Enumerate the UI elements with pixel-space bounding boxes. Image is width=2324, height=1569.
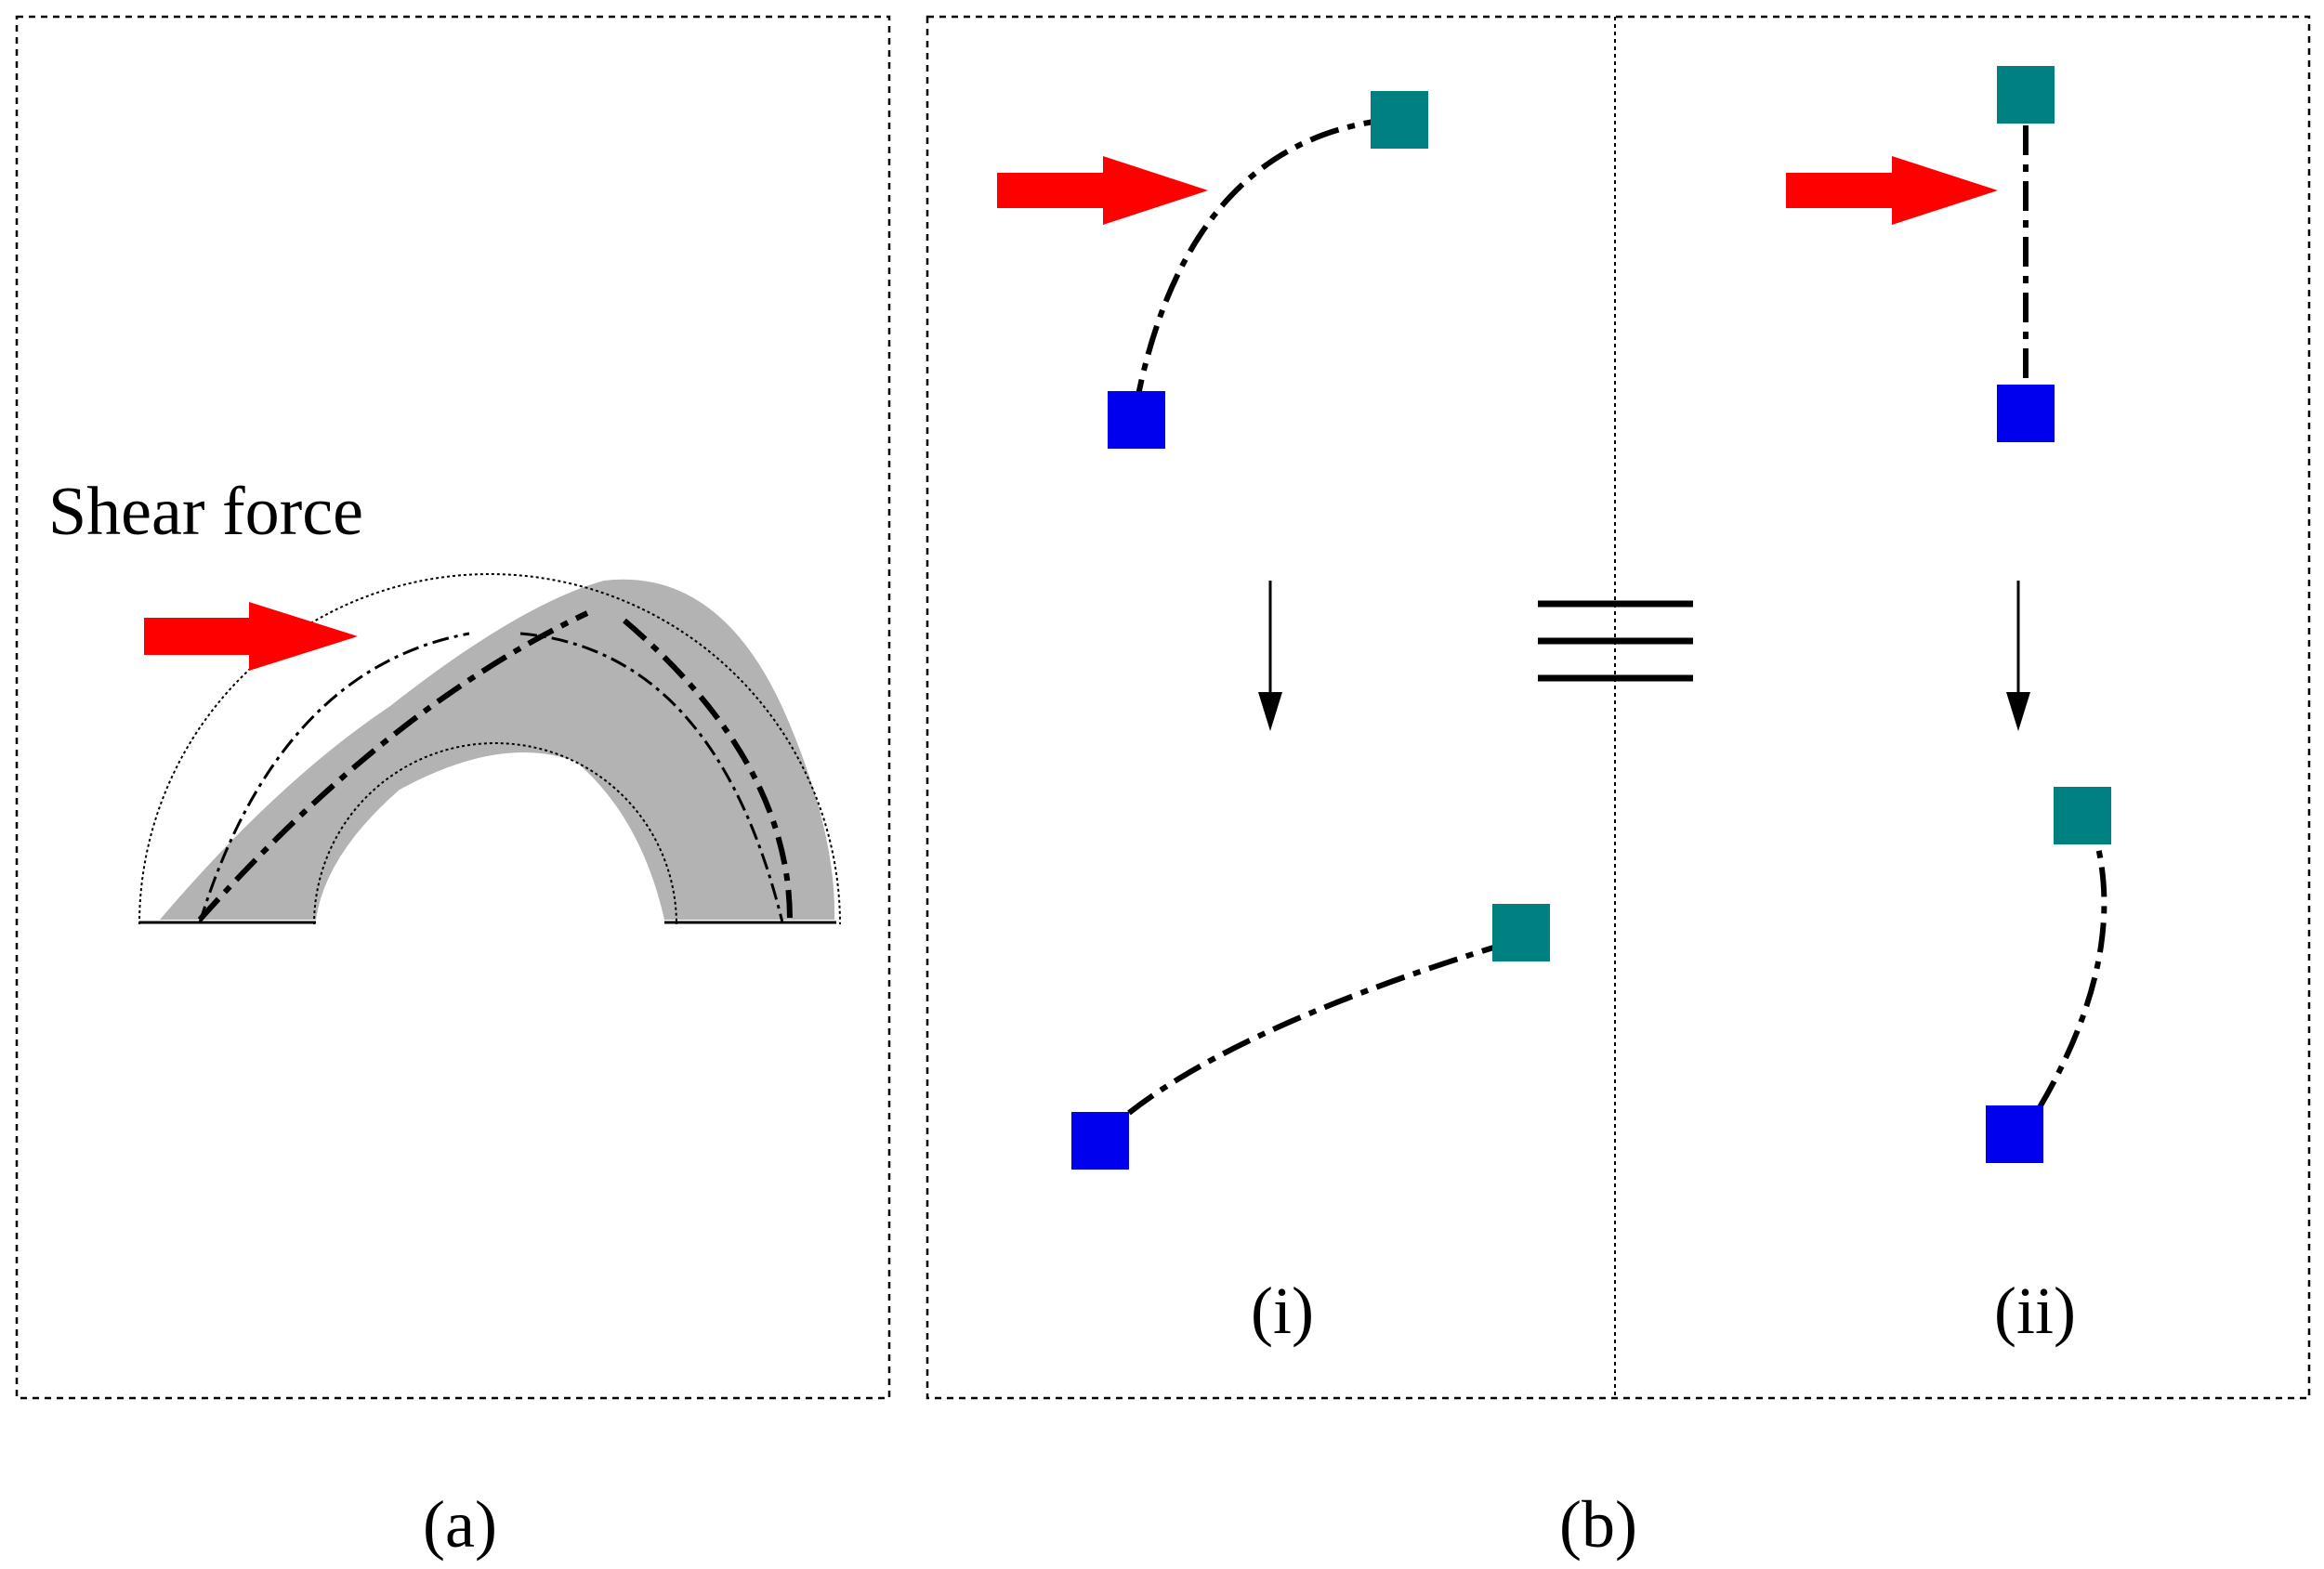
outer-arch-outline: [138, 573, 841, 925]
panel-b-frame: [926, 15, 2311, 1400]
sub-i-caption: (i): [1251, 1274, 1314, 1348]
anchor-fixed-ii-initial: [1997, 385, 2055, 442]
sub-ii-caption: (ii): [1994, 1274, 2076, 1348]
deformed-filament-left: [197, 610, 589, 922]
arch-band: [160, 579, 835, 920]
panel-a-frame: [15, 15, 891, 1400]
inner-arch-outline: [313, 742, 677, 925]
anchor-free-ii-deformed: [2054, 787, 2111, 844]
filament-i-initial: [1133, 118, 1381, 410]
anchor-fixed-ii-deformed: [1986, 1105, 2043, 1163]
panel-a-caption: (a): [423, 1487, 497, 1562]
middle-arch-left: [198, 632, 470, 923]
shear-force-label: Shear force: [48, 474, 363, 550]
anchor-fixed-i-initial: [1108, 391, 1165, 449]
deformed-filament-right: [623, 618, 793, 921]
anchor-free-i-deformed: [1492, 904, 1550, 961]
filament-ii-deformed: [2037, 835, 2107, 1109]
panel-b-caption: (b): [1559, 1487, 1637, 1562]
force-arrow-a: [144, 602, 358, 671]
force-arrow-ii: [1786, 156, 1998, 225]
anchor-free-i-initial: [1371, 91, 1428, 149]
transition-arrow-i-head: [1258, 692, 1282, 731]
filament-i-deformed: [1127, 935, 1525, 1116]
force-arrow-i: [997, 156, 1208, 225]
transition-arrow-ii-head: [2006, 692, 2030, 731]
anchor-free-ii-initial: [1997, 66, 2055, 124]
anchor-fixed-i-deformed: [1071, 1112, 1129, 1170]
